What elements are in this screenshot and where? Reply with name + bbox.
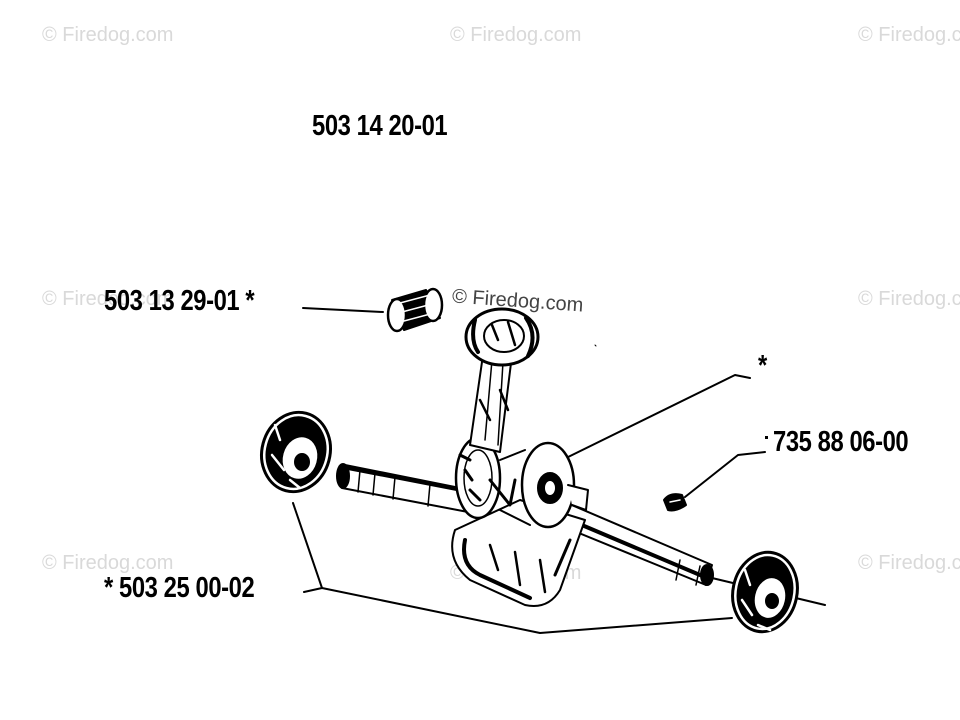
label-needle-bearing: 503 13 29-01 * bbox=[104, 285, 255, 317]
watermark: © Firedog.com bbox=[450, 24, 582, 46]
watermark: © Firedog.com bbox=[42, 552, 174, 574]
shaft-right bbox=[551, 499, 826, 606]
watermark: © Firedog.com bbox=[42, 288, 174, 310]
key-dot bbox=[765, 436, 768, 439]
label-key: 735 88 06-00 bbox=[773, 426, 909, 458]
ball-bearing-right bbox=[731, 550, 799, 634]
watermark: © Firedog.com bbox=[858, 24, 960, 46]
leader-key bbox=[684, 451, 766, 498]
crank-webs bbox=[454, 436, 589, 529]
watermark: © Firedog.com bbox=[858, 552, 960, 574]
woodruff-key bbox=[663, 493, 687, 512]
leader-asterisk bbox=[561, 374, 751, 461]
watermark: © Firedog.com bbox=[858, 288, 960, 310]
leader-needle-bearing bbox=[302, 307, 384, 313]
connecting-rod bbox=[464, 307, 540, 453]
label-crankshaft-assembly: 503 14 20-01 bbox=[312, 110, 448, 142]
shaft-left bbox=[336, 463, 471, 513]
needle-bearing bbox=[386, 287, 444, 333]
leader-bearing-bracket bbox=[303, 587, 733, 634]
leader-bearing-left bbox=[292, 502, 323, 589]
label-ball-bearing: * 503 25 00-02 bbox=[104, 572, 255, 604]
ball-bearing-left bbox=[260, 410, 332, 494]
label-asterisk: * bbox=[758, 350, 767, 382]
watermark: © Firedog.com bbox=[42, 24, 174, 46]
